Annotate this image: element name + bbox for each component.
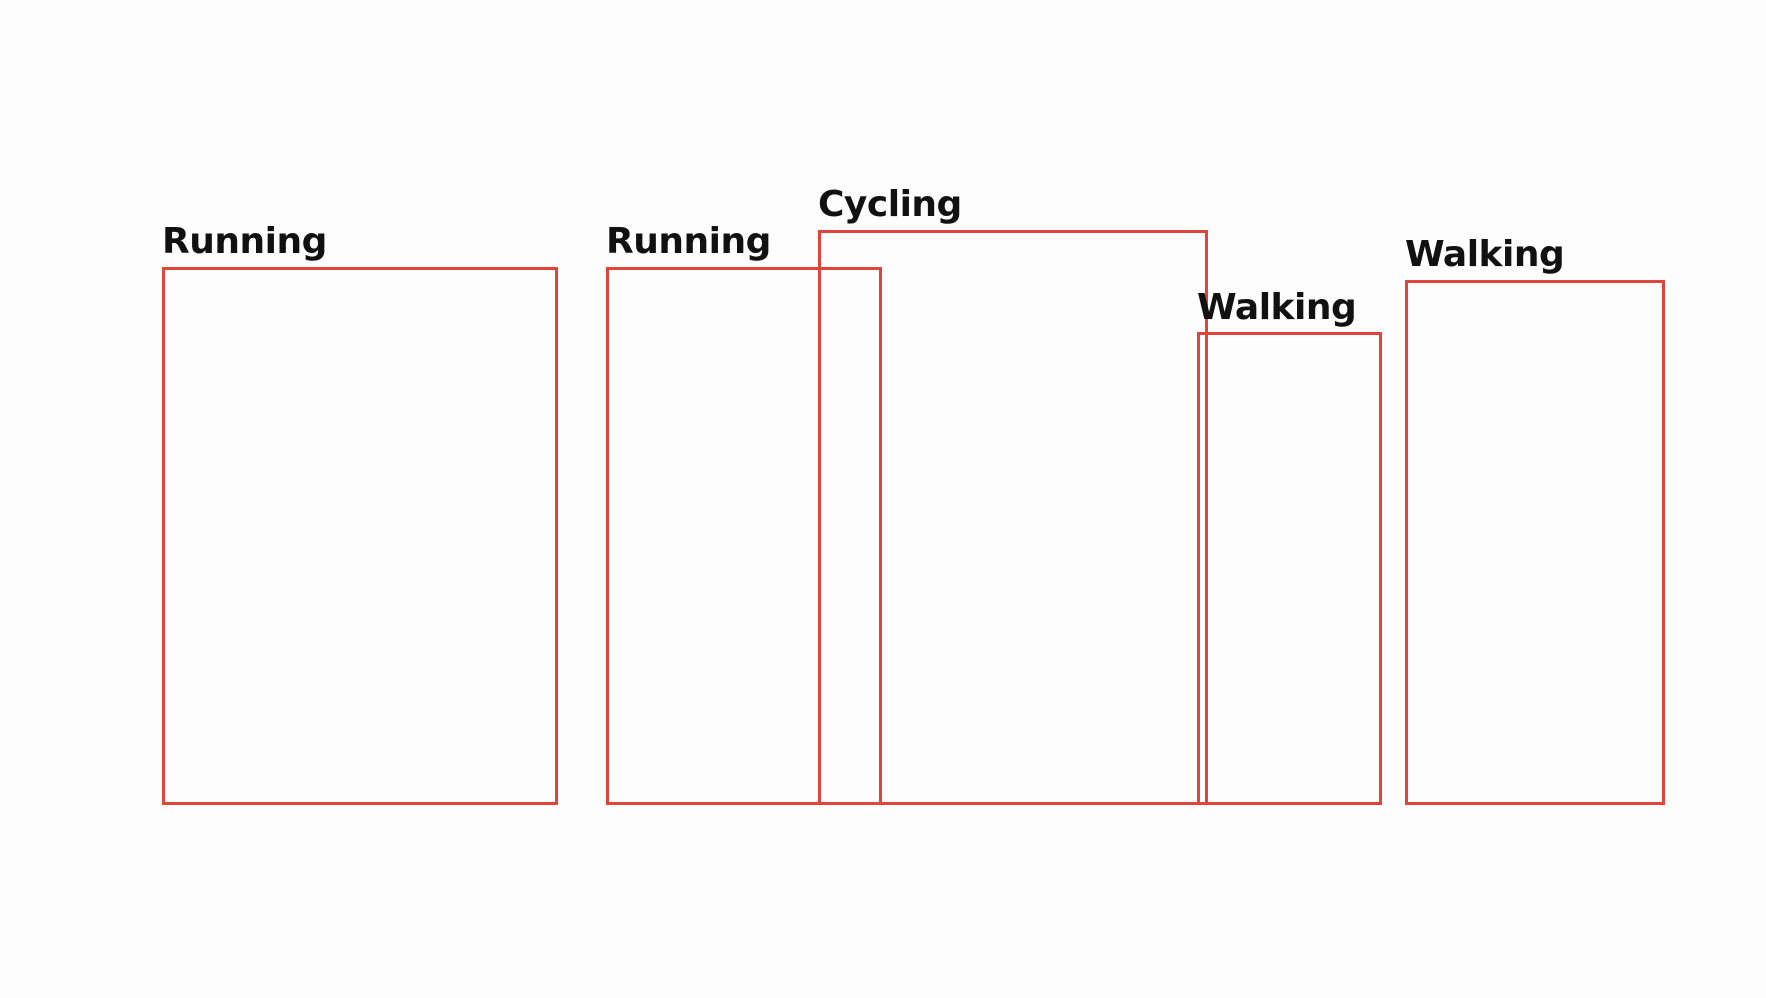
detection-label: Running	[606, 221, 771, 262]
bounding-box	[606, 267, 882, 805]
bounding-box	[1405, 280, 1665, 805]
detection-label: Running	[162, 221, 327, 262]
detection-label: Walking	[1405, 234, 1565, 275]
detection-label: Cycling	[818, 184, 962, 225]
bounding-box	[818, 230, 1208, 805]
bounding-box	[162, 267, 558, 805]
bounding-box	[1197, 332, 1382, 805]
detection-label: Walking	[1197, 287, 1357, 328]
